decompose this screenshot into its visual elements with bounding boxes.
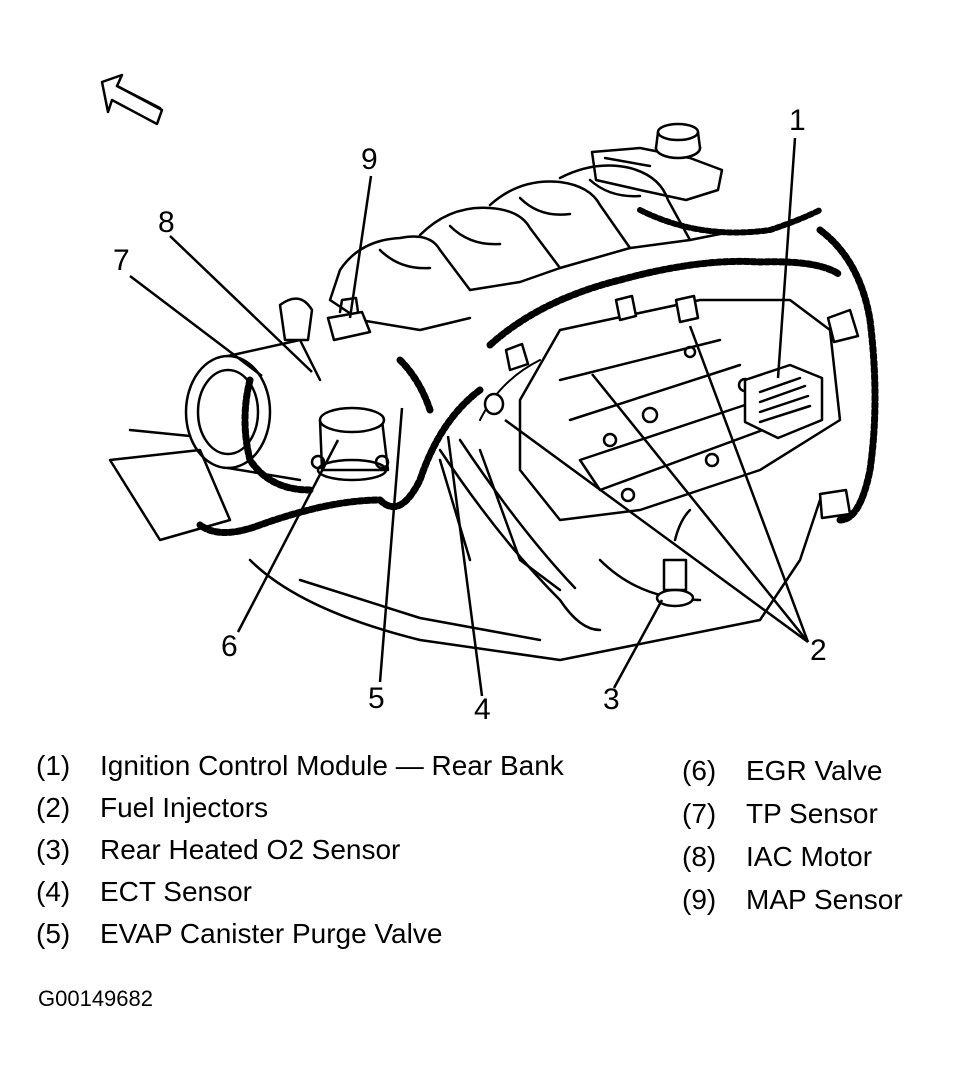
ignition-control-module: [743, 363, 824, 440]
callout-1: 1: [789, 104, 806, 137]
legend-label: Rear Heated O2 Sensor: [100, 834, 401, 865]
callout-2: 2: [810, 634, 827, 667]
legend-label: Ignition Control Module — Rear Bank: [100, 750, 564, 781]
ect-sensor: [483, 392, 505, 416]
legend-label: EGR Valve: [746, 755, 883, 786]
legend-label: ECT Sensor: [100, 876, 252, 907]
o2-sensor: [655, 508, 695, 608]
wiring-harness: [196, 226, 879, 536]
legend-num: (9): [682, 884, 717, 915]
legend-num: (6): [682, 755, 717, 786]
valve-cover: [518, 298, 842, 522]
callout-5: 5: [368, 682, 385, 715]
intake-manifold: [328, 164, 732, 332]
coolant-hose: [438, 438, 602, 632]
callout-4: 4: [474, 693, 491, 726]
legend-num: (7): [682, 798, 717, 829]
throttle-body: [108, 338, 322, 542]
harness-connectors: [504, 294, 860, 520]
legend-label: IAC Motor: [746, 841, 873, 872]
legend-label: Fuel Injectors: [100, 792, 269, 823]
legend-label: EVAP Canister Purge Valve: [100, 918, 443, 949]
callout-3: 3: [603, 683, 620, 716]
legend-label: MAP Sensor: [746, 884, 903, 915]
engine-diagram: [100, 73, 879, 697]
figure-id: G00149682: [38, 986, 153, 1011]
coolant-reservoir: [590, 122, 724, 202]
iac-motor: [278, 297, 314, 342]
callout-7: 7: [113, 244, 130, 277]
egr-valve: [310, 406, 390, 482]
direction-arrow-icon: [100, 73, 164, 126]
legend-num: (3): [36, 834, 71, 865]
legend-label: TP Sensor: [746, 798, 878, 829]
callout-9: 9: [361, 143, 378, 176]
callout-6: 6: [221, 630, 238, 663]
legend-num: (5): [36, 918, 71, 949]
legend-num: (4): [36, 876, 71, 907]
legend-num: (2): [36, 792, 71, 823]
legend-num: (8): [682, 841, 717, 872]
callout-8: 8: [158, 206, 175, 239]
legend-num: (1): [36, 750, 71, 781]
leader-lines: [129, 137, 810, 697]
